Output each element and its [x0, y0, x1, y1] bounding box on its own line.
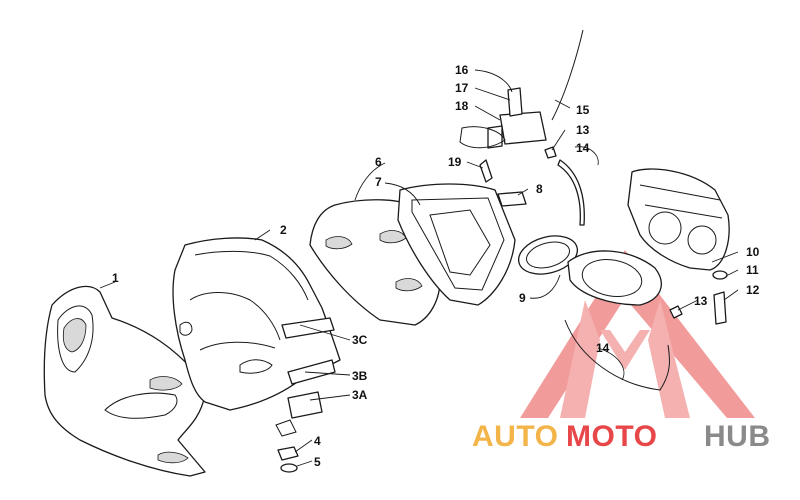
part-9-boot: [518, 235, 662, 306]
watermark-text-hub: HUB: [704, 420, 771, 453]
callout-3c: 3C: [352, 333, 368, 347]
part-14-hose-upper: [557, 159, 585, 226]
part-4-5-fastener: [277, 446, 299, 473]
part-8-label: [497, 191, 527, 207]
callout-8: 8: [536, 182, 543, 196]
callout-12: 12: [746, 283, 760, 297]
watermark-text: AUTO MOTO HUB: [472, 420, 771, 453]
watermark-text-auto: AUTO: [472, 420, 558, 453]
part-14-hose-lower: [564, 319, 671, 391]
callout-5: 5: [314, 455, 321, 469]
callout-9: 9: [519, 291, 526, 305]
callout-3a: 3A: [352, 388, 368, 402]
sensor-assembly: [459, 87, 547, 183]
part-10-housing: [627, 168, 730, 271]
part-2-inner-shell: [172, 237, 341, 411]
callout-14-lower: 14: [596, 341, 610, 355]
callout-16: 16: [455, 63, 469, 77]
callout-11: 11: [746, 263, 759, 277]
callout-7: 7: [375, 175, 382, 189]
leader-lines: [99, 69, 739, 467]
callout-14-upper: 14: [576, 141, 590, 155]
part-1-outer-cowl: [43, 285, 206, 477]
part-15-cable: [551, 29, 584, 121]
callout-17: 17: [455, 81, 469, 95]
small-hardware: [544, 146, 728, 325]
part-7-frame: [397, 183, 516, 306]
watermark-text-moto: MOTO: [566, 420, 657, 453]
callout-15: 15: [576, 103, 590, 117]
callout-3b: 3B: [352, 369, 368, 383]
callout-2: 2: [280, 223, 287, 237]
callout-19: 19: [448, 155, 462, 169]
callout-6: 6: [375, 155, 382, 169]
callout-1: 1: [112, 271, 119, 285]
callout-labels: 1 2 3C 3B 3A 4 5 6 7 8 9 10 11 12 13 13 …: [112, 63, 760, 469]
callout-10: 10: [746, 245, 760, 259]
callout-13-lower: 13: [694, 294, 708, 308]
callout-18: 18: [455, 99, 469, 113]
callout-13-upper: 13: [576, 123, 590, 137]
callout-4: 4: [314, 434, 321, 448]
